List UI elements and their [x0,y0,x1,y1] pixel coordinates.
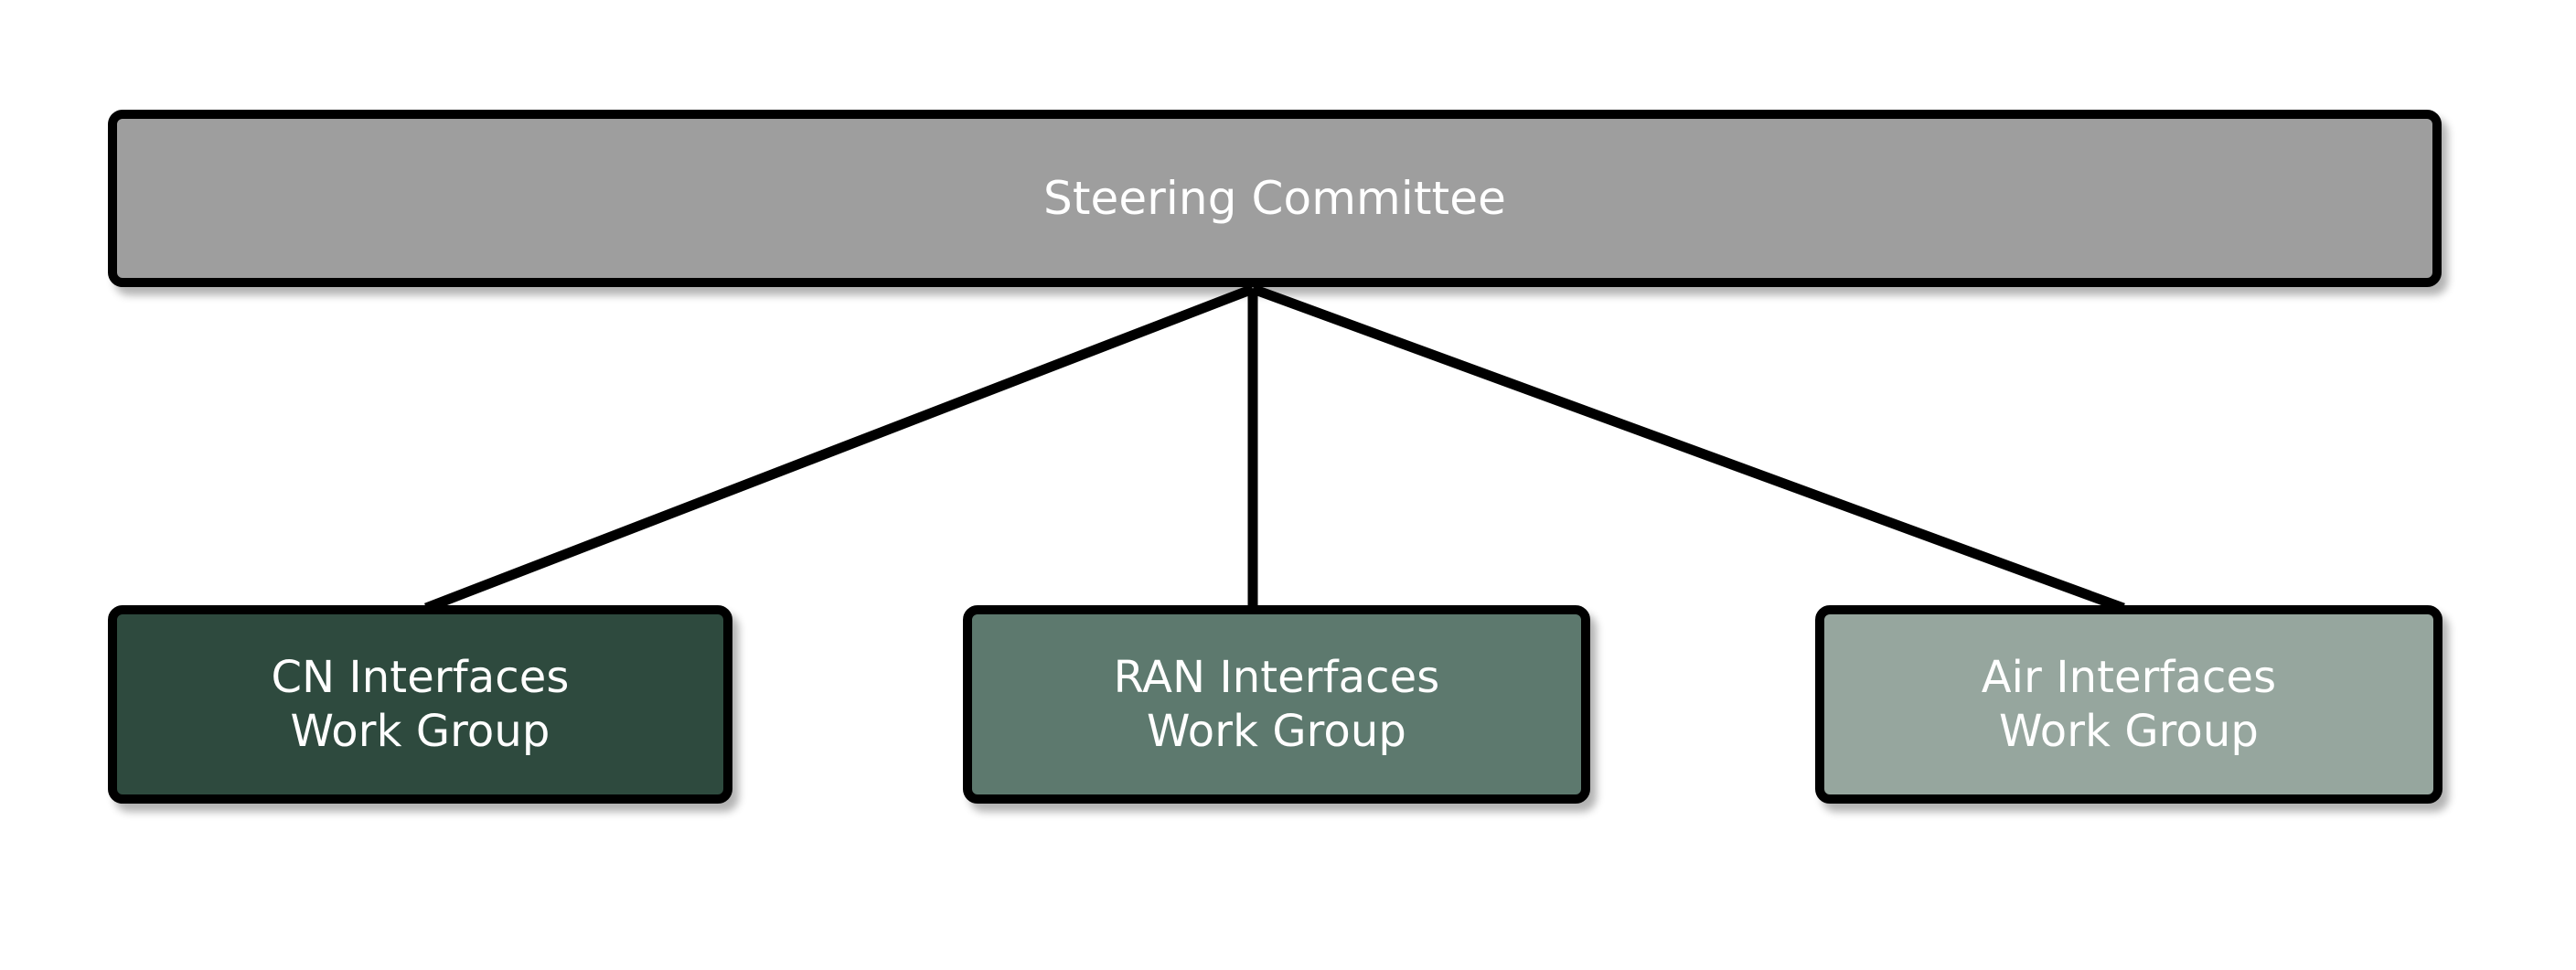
node-air-interfaces-work-group-label: Air Interfaces Work Group [1981,651,2277,757]
node-cn-interfaces-work-group-label: CN Interfaces Work Group [271,651,570,757]
connector-line-steering-to-air [1251,283,2125,613]
node-ran-interfaces-work-group[interactable]: RAN Interfaces Work Group [963,605,1590,804]
node-cn-interfaces-work-group[interactable]: CN Interfaces Work Group [108,605,732,804]
node-steering-committee[interactable]: Steering Committee [108,110,2442,287]
node-ran-interfaces-work-group-label: RAN Interfaces Work Group [1113,651,1440,757]
node-steering-committee-label: Steering Committee [1043,171,1506,225]
node-air-interfaces-work-group[interactable]: Air Interfaces Work Group [1815,605,2442,804]
connector-line-steering-to-cn [424,283,1255,613]
